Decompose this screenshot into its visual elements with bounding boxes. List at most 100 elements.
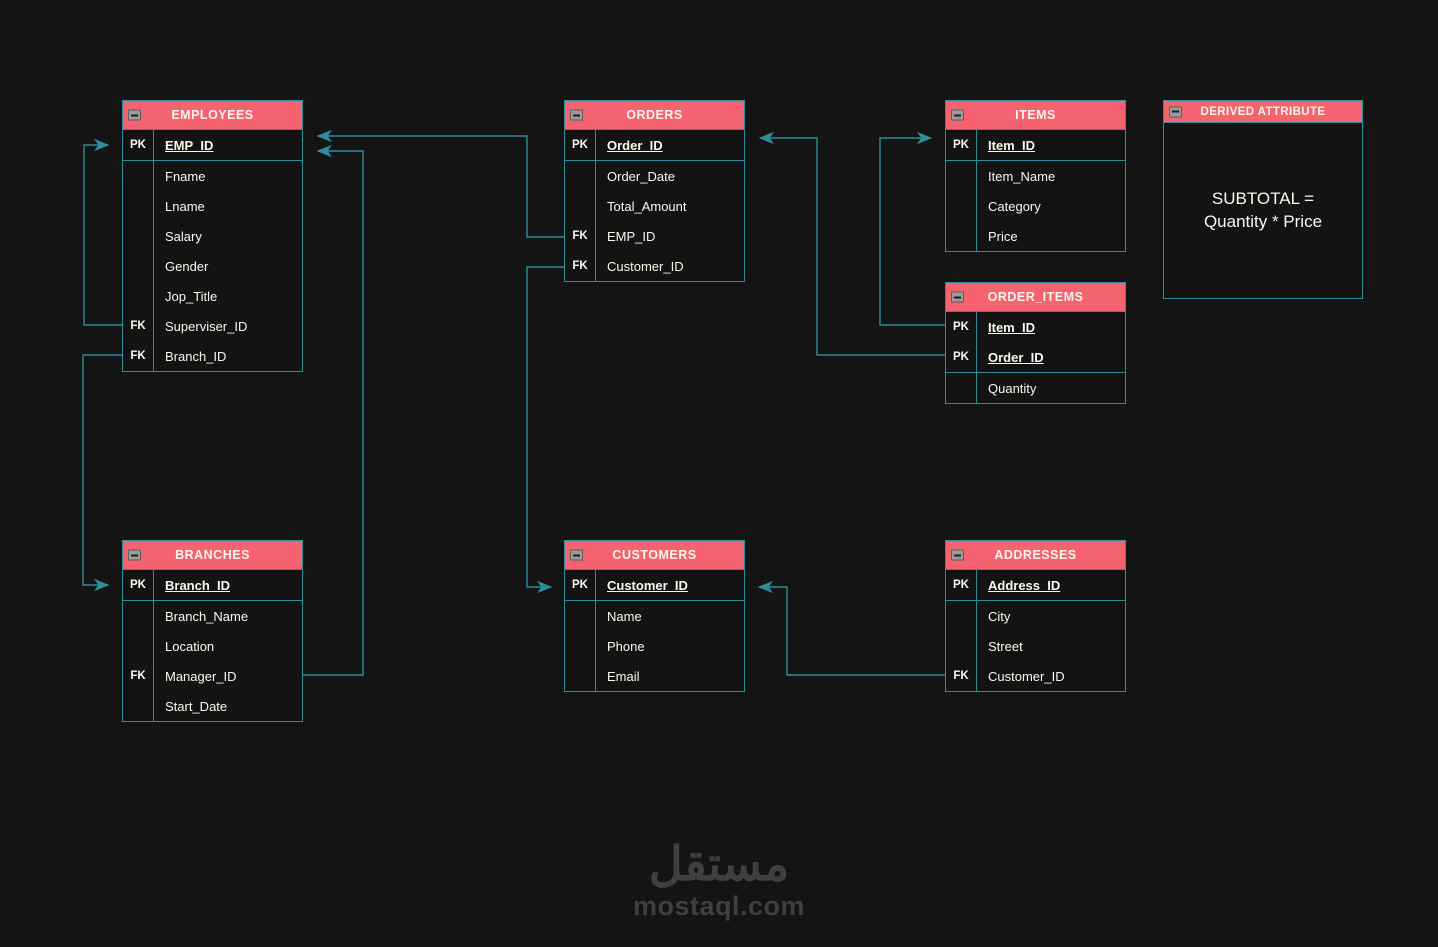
attribute-row[interactable]: PK Item_ID xyxy=(946,312,1125,342)
attribute-name: Price xyxy=(988,228,1018,244)
attribute-row[interactable]: Jop_Title xyxy=(123,281,302,311)
entity-items[interactable]: ITEMS PK Item_ID Item_Name Category xyxy=(945,100,1126,252)
attribute-row[interactable]: Location xyxy=(123,631,302,661)
derived-attribute-note[interactable]: DERIVED ATTRIBUTE SUBTOTAL = Quantity * … xyxy=(1163,100,1363,299)
minus-icon[interactable] xyxy=(128,549,141,561)
attribute-name: EMP_ID xyxy=(607,228,656,244)
pk-group: PK EMP_ID xyxy=(123,130,302,161)
attribute-name: Email xyxy=(607,668,640,684)
entity-body: PK Branch_ID Branch_Name Location FK Man… xyxy=(123,570,302,721)
attribute-name: Quantity xyxy=(988,380,1037,396)
minus-icon[interactable] xyxy=(951,291,964,303)
key-label xyxy=(565,631,596,661)
entity-branches[interactable]: BRANCHES PK Branch_ID Branch_Name Locati… xyxy=(122,540,303,722)
attribute-row[interactable]: Category xyxy=(946,191,1125,221)
attribute-row[interactable]: Phone xyxy=(565,631,744,661)
attribute-group: Name Phone Email xyxy=(565,601,744,691)
minus-icon[interactable] xyxy=(1169,106,1182,117)
attribute-row[interactable]: FK Customer_ID xyxy=(565,251,744,281)
attribute-row[interactable]: FK Superviser_ID xyxy=(123,311,302,341)
attribute-row[interactable]: Start_Date xyxy=(123,691,302,721)
key-label xyxy=(123,161,154,191)
attribute-row[interactable]: FK Customer_ID xyxy=(946,661,1125,691)
minus-icon[interactable] xyxy=(570,109,583,121)
attribute-row[interactable]: Fname xyxy=(123,161,302,191)
attribute-row[interactable]: PK EMP_ID xyxy=(123,130,302,160)
entity-addresses[interactable]: ADDRESSES PK Address_ID City Street xyxy=(945,540,1126,692)
watermark-arabic: مستقل xyxy=(648,837,790,890)
note-line-2: Quantity * Price xyxy=(1203,211,1323,231)
key-label: FK xyxy=(946,661,977,691)
key-label: FK xyxy=(123,661,154,691)
pk-group: PK Item_ID PK Order_ID xyxy=(946,312,1125,373)
entity-body: PK Item_ID Item_Name Category Price xyxy=(946,130,1125,251)
key-label: PK xyxy=(946,342,977,372)
minus-icon[interactable] xyxy=(128,109,141,121)
attribute-row[interactable]: PK Item_ID xyxy=(946,130,1125,160)
wire-orders-customer-to-customers xyxy=(526,266,564,594)
key-label xyxy=(123,631,154,661)
pk-group: PK Customer_ID xyxy=(565,570,744,601)
attribute-row[interactable]: PK Order_ID xyxy=(946,342,1125,372)
entity-header[interactable]: ITEMS xyxy=(946,101,1125,130)
watermark: مستقل mostaql.com xyxy=(0,840,1438,922)
attribute-name: Branch_Name xyxy=(165,608,249,624)
entity-title: EMPLOYEES xyxy=(171,108,254,122)
entity-header[interactable]: ORDER_ITEMS xyxy=(946,283,1125,312)
attribute-row[interactable]: PK Branch_ID xyxy=(123,570,302,600)
entity-header[interactable]: ADDRESSES xyxy=(946,541,1125,570)
key-label xyxy=(123,281,154,311)
attribute-name: Gender xyxy=(165,258,209,274)
attribute-name: Item_ID xyxy=(988,319,1035,335)
attribute-row[interactable]: Gender xyxy=(123,251,302,281)
minus-icon[interactable] xyxy=(951,109,964,121)
attribute-row[interactable]: Total_Amount xyxy=(565,191,744,221)
key-label: FK xyxy=(123,311,154,341)
entity-employees[interactable]: EMPLOYEES PK EMP_ID Fname Lname xyxy=(122,100,303,372)
entity-header[interactable]: CUSTOMERS xyxy=(565,541,744,570)
entity-header[interactable]: EMPLOYEES xyxy=(123,101,302,130)
attribute-row[interactable]: Salary xyxy=(123,221,302,251)
key-label xyxy=(946,221,977,251)
pk-group: PK Item_ID xyxy=(946,130,1125,161)
key-label xyxy=(946,631,977,661)
attribute-name: Customer_ID xyxy=(607,577,688,593)
note-body: SUBTOTAL = Quantity * Price xyxy=(1164,123,1362,298)
attribute-row[interactable]: Item_Name xyxy=(946,161,1125,191)
attribute-row[interactable]: FK Branch_ID xyxy=(123,341,302,371)
attribute-row[interactable]: Lname xyxy=(123,191,302,221)
key-label xyxy=(946,373,977,403)
key-label xyxy=(123,601,154,631)
minus-icon[interactable] xyxy=(951,549,964,561)
attribute-row[interactable]: PK Order_ID xyxy=(565,130,744,160)
attribute-row[interactable]: PK Address_ID xyxy=(946,570,1125,600)
entity-orders[interactable]: ORDERS PK Order_ID Order_Date Total_Amou… xyxy=(564,100,745,282)
attribute-row[interactable]: Name xyxy=(565,601,744,631)
key-label xyxy=(565,161,596,191)
note-header[interactable]: DERIVED ATTRIBUTE xyxy=(1164,101,1362,123)
attribute-name: Branch_ID xyxy=(165,577,231,593)
minus-icon[interactable] xyxy=(570,549,583,561)
attribute-row[interactable]: Order_Date xyxy=(565,161,744,191)
key-label: FK xyxy=(565,251,596,281)
entity-order-items[interactable]: ORDER_ITEMS PK Item_ID PK Order_ID Quant… xyxy=(945,282,1126,404)
attribute-row[interactable]: Price xyxy=(946,221,1125,251)
attribute-name: Branch_ID xyxy=(165,348,227,364)
attribute-row[interactable]: City xyxy=(946,601,1125,631)
entity-header[interactable]: BRANCHES xyxy=(123,541,302,570)
attribute-row[interactable]: FK Manager_ID xyxy=(123,661,302,691)
attribute-row[interactable]: Email xyxy=(565,661,744,691)
entity-header[interactable]: ORDERS xyxy=(565,101,744,130)
attribute-row[interactable]: PK Customer_ID xyxy=(565,570,744,600)
attribute-row[interactable]: Branch_Name xyxy=(123,601,302,631)
entity-customers[interactable]: CUSTOMERS PK Customer_ID Name Phone xyxy=(564,540,745,692)
wire-orders-emp-to-employees xyxy=(316,129,564,238)
key-label: PK xyxy=(123,570,154,600)
attribute-group: City Street FK Customer_ID xyxy=(946,601,1125,691)
attribute-row[interactable]: Street xyxy=(946,631,1125,661)
attribute-row[interactable]: FK EMP_ID xyxy=(565,221,744,251)
attribute-row[interactable]: Quantity xyxy=(946,373,1125,403)
attribute-name: Order_Date xyxy=(607,168,675,184)
attribute-group: Item_Name Category Price xyxy=(946,161,1125,251)
